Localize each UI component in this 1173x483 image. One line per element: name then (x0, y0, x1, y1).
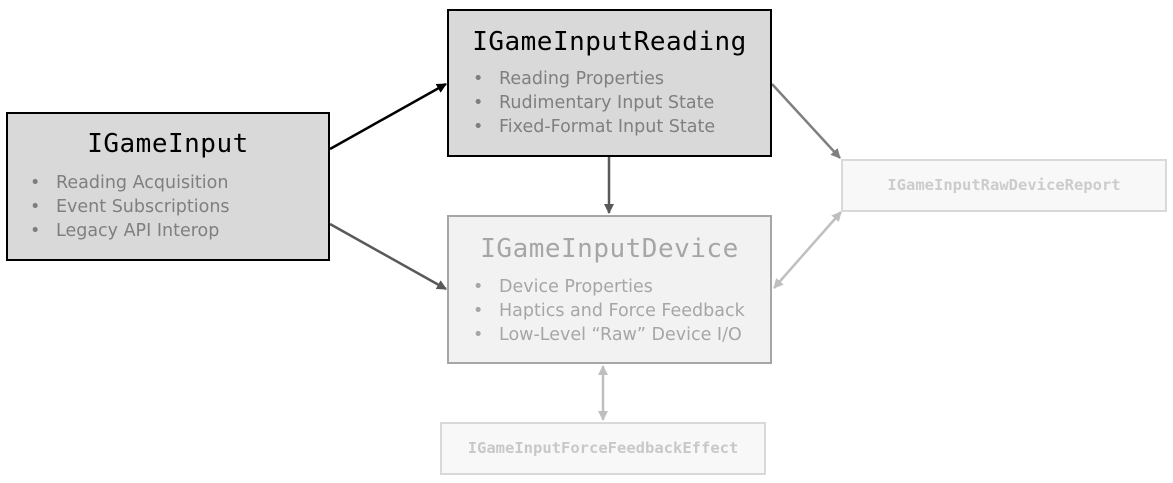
arrow-raw-report-device-bidirectional (773, 211, 842, 289)
node-feature-list: Reading Properties Rudimentary Input Sta… (473, 67, 770, 139)
list-item: Rudimentary Input State (473, 91, 770, 115)
arrow-input-to-reading (329, 82, 447, 151)
node-feature-list: Reading Acquisition Event Subscriptions … (30, 171, 328, 243)
node-igameinputdevice: IGameInputDevice Device Properties Hapti… (447, 215, 772, 364)
list-item: Low-Level “Raw” Device I/O (473, 323, 770, 347)
node-title: IGameInputRawDeviceReport (887, 176, 1121, 194)
list-item: Fixed-Format Input State (473, 115, 770, 139)
list-item: Haptics and Force Feedback (473, 299, 770, 323)
list-item: Device Properties (473, 275, 770, 299)
list-item: Reading Properties (473, 67, 770, 91)
node-feature-list: Device Properties Haptics and Force Feed… (473, 275, 770, 347)
node-title: IGameInputReading (472, 27, 747, 57)
arrow-input-to-device (329, 222, 447, 291)
node-igameinputreading: IGameInputReading Reading Properties Rud… (447, 9, 772, 157)
list-item: Reading Acquisition (30, 171, 328, 195)
node-title: IGameInputDevice (480, 234, 739, 264)
list-item: Event Subscriptions (30, 195, 328, 219)
arrow-reading-to-raw-report (771, 83, 841, 159)
list-item: Legacy API Interop (30, 219, 328, 243)
node-igameinputforcefeedbackeffect: IGameInputForceFeedbackEffect (440, 422, 766, 475)
node-title: IGameInputForceFeedbackEffect (467, 439, 739, 457)
node-title: IGameInput (87, 129, 249, 159)
node-igameinputrawdevicereport: IGameInputRawDeviceReport (841, 159, 1167, 212)
node-igameinput: IGameInput Reading Acquisition Event Sub… (6, 112, 330, 261)
